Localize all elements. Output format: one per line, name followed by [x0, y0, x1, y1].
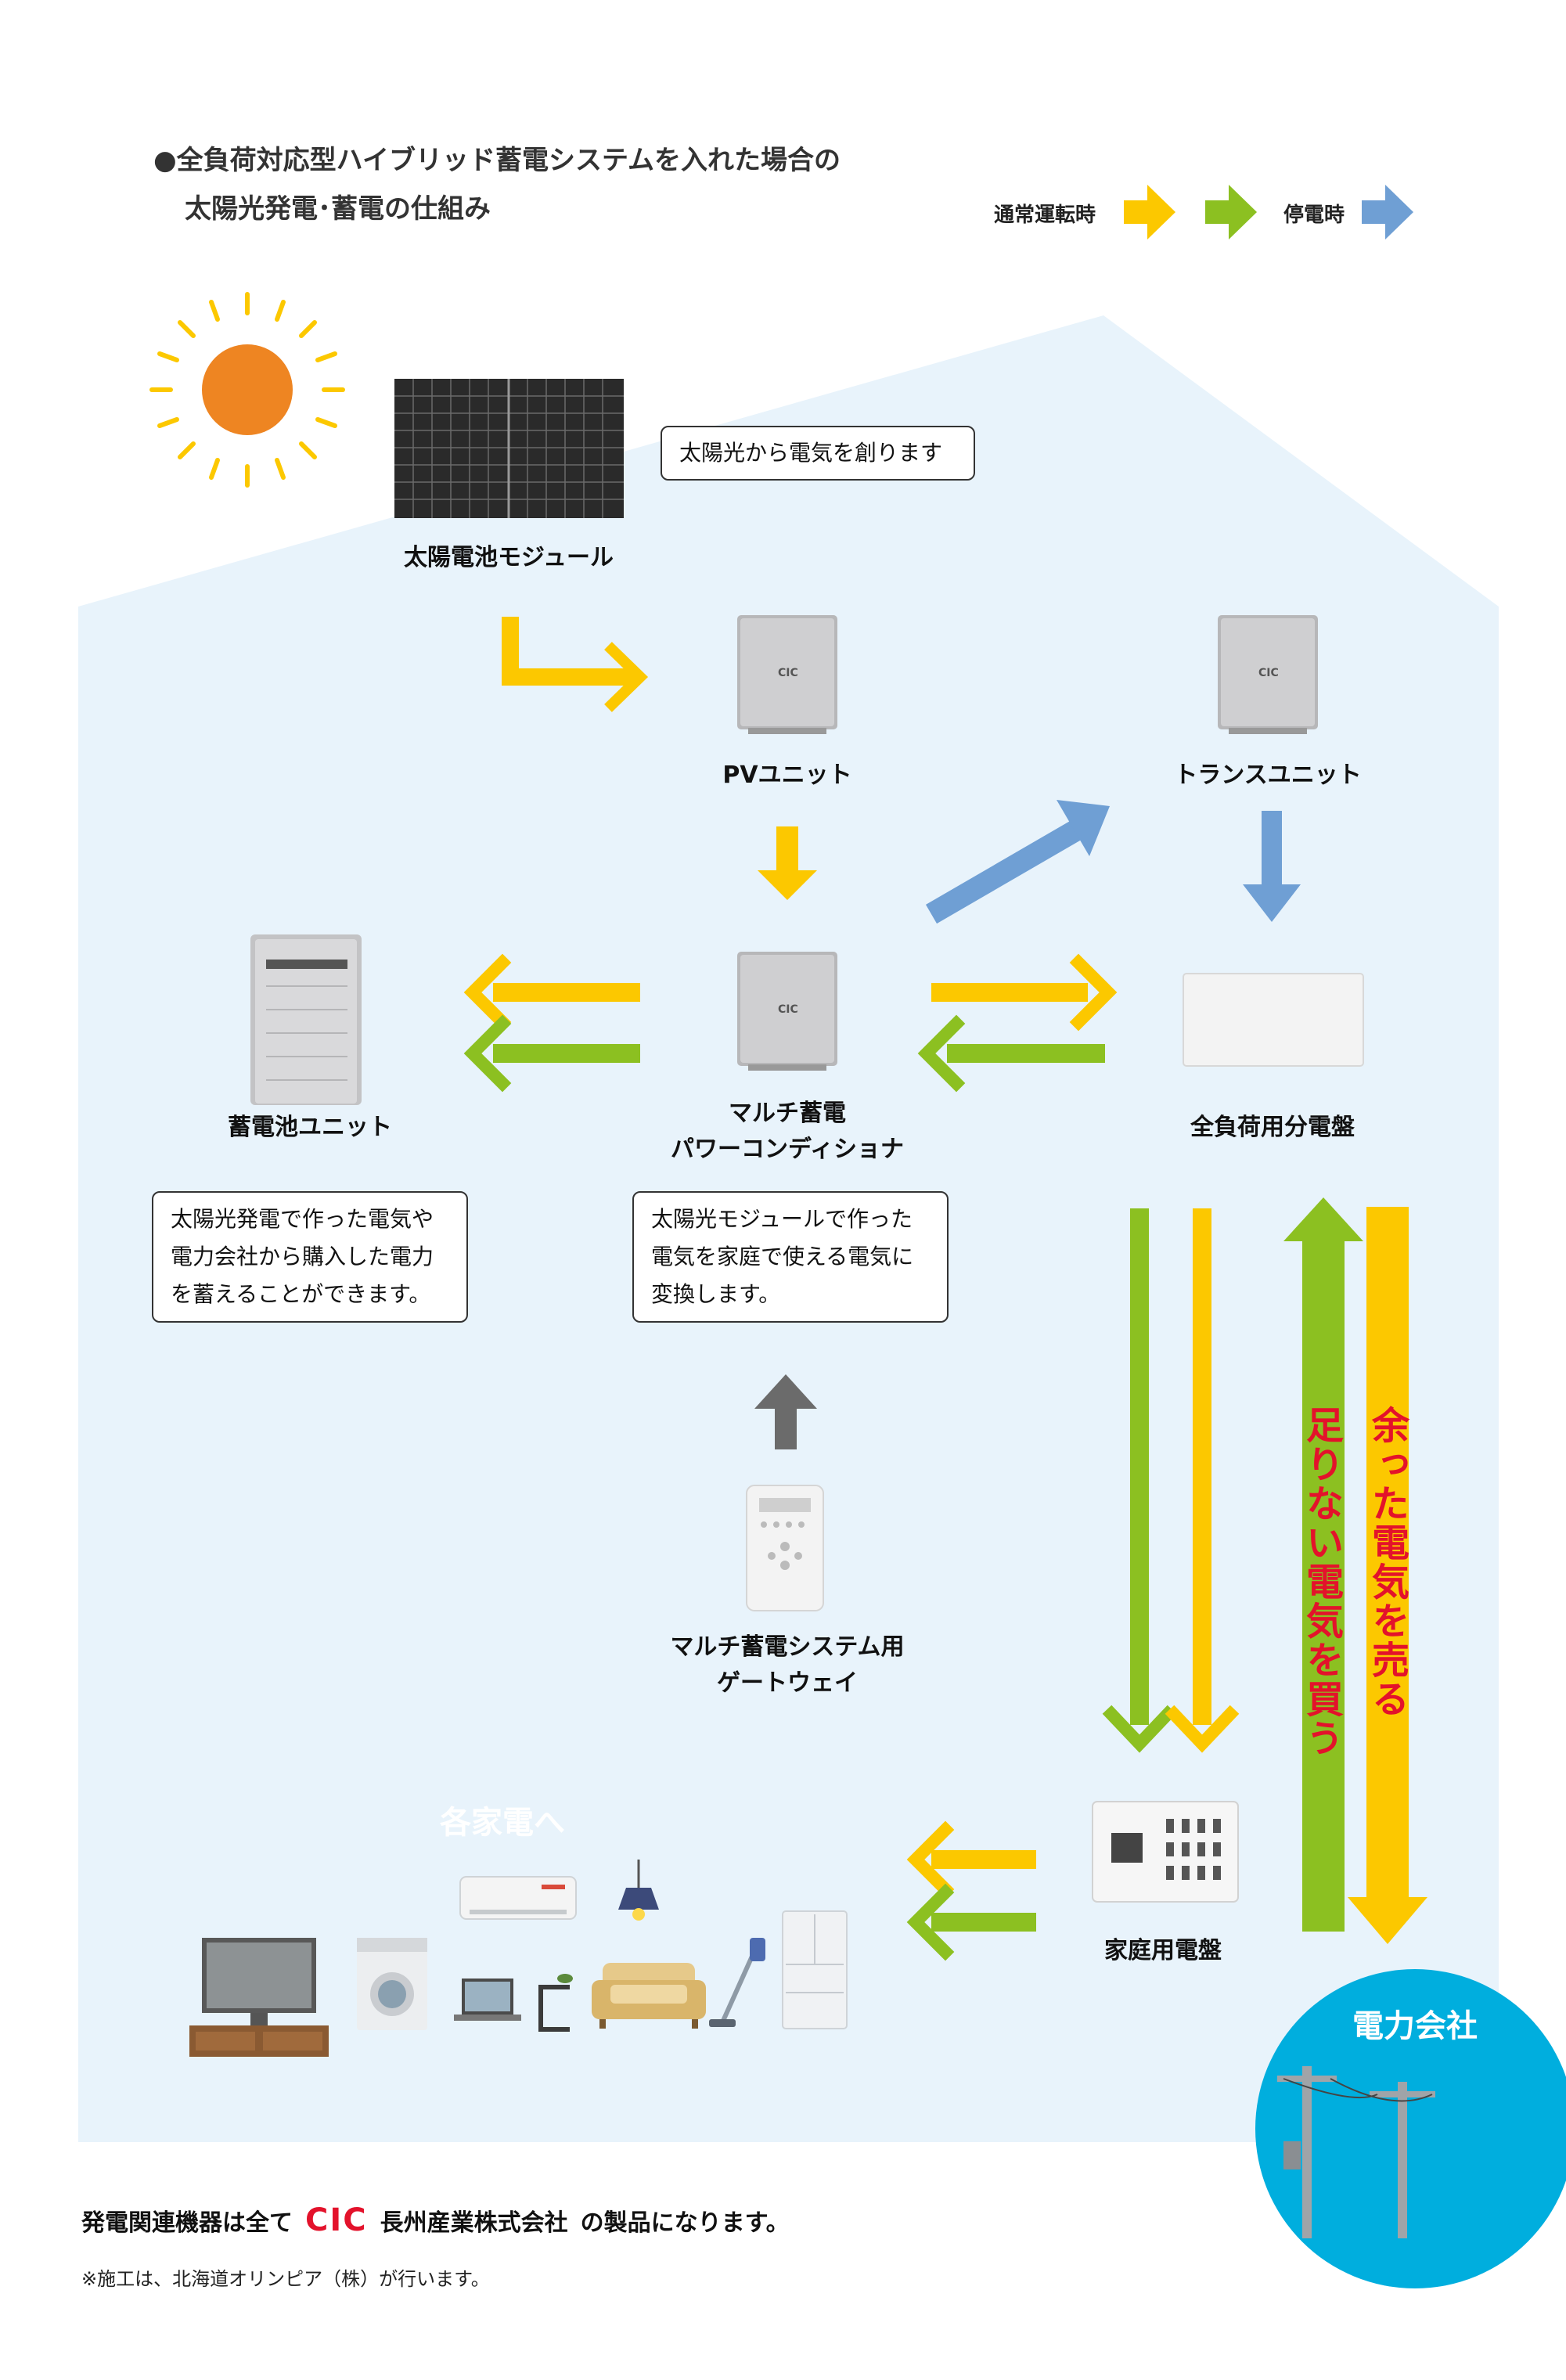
label-gateway-line-2: ゲートウェイ	[717, 1669, 858, 1697]
pendant-lamp-icon	[618, 1860, 659, 1921]
label-solar-module: 太陽電池モジュール	[404, 544, 614, 571]
callout-conditioner-line-3: 変換します。	[651, 1281, 781, 1307]
arrow-home-to-appliances-yellow	[906, 1820, 1036, 1899]
power-conditioner-icon	[737, 952, 837, 1071]
washing-machine-icon	[357, 1938, 427, 2030]
tv-icon	[189, 1938, 329, 2057]
legend-outage-label: 停電時	[1283, 203, 1345, 227]
title-line-1: ●全負荷対応型ハイブリッド蓄電システムを入れた場合の	[153, 145, 841, 176]
label-home-panel: 家庭用電盤	[1104, 1937, 1222, 1964]
callout-conditioner: 太陽光モジュールで作った 電気を家庭で使える電気に 変換します。	[632, 1191, 949, 1323]
callout-battery-line-2: 電力会社から購入した電力	[171, 1244, 434, 1269]
air-conditioner-icon	[459, 1876, 577, 1920]
callout-conditioner-line-1: 太陽光モジュールで作った	[651, 1206, 913, 1232]
trans-unit-brand: CIC	[1258, 667, 1279, 679]
appliances-title: 各家電へ	[440, 1805, 565, 1841]
home-panel-icon	[1092, 1801, 1239, 1903]
legend-arrow-blue	[1362, 185, 1413, 239]
label-conditioner-line-2: パワーコンディショナ	[671, 1136, 904, 1163]
stick-vacuum-icon	[709, 1938, 765, 2027]
legend-arrow-yellow	[1124, 185, 1175, 239]
conditioner-brand: CIC	[778, 1003, 798, 1016]
laptop-icon	[454, 1979, 521, 2021]
footer-line-1: 発電関連機器は全て CIC 長州産業株式会社 の製品になります。	[81, 2202, 790, 2238]
label-gateway-line-1: マルチ蓄電システム用	[670, 1633, 905, 1661]
brand-logo: CIC	[305, 2202, 368, 2238]
utility-pole-icon	[1277, 2066, 1435, 2238]
arrow-gateway-to-conditioner	[754, 1374, 817, 1449]
arrow-board-to-home-green	[1102, 1208, 1177, 1753]
label-trans-unit: トランスユニット	[1174, 762, 1362, 789]
legend-arrow-green	[1205, 185, 1257, 239]
callout-solar-text: 太陽光から電気を創ります	[679, 440, 943, 466]
arrow-board-to-home-yellow	[1165, 1208, 1240, 1753]
pv-unit-icon	[737, 615, 837, 734]
sun-icon	[149, 292, 345, 488]
legend-normal-label: 通常運転時	[994, 203, 1096, 227]
arrow-pv-to-conditioner	[758, 826, 817, 900]
gateway-icon	[746, 1485, 824, 1611]
side-table-icon	[538, 1974, 573, 2032]
arrow-conditioner-to-trans	[925, 800, 1110, 924]
arrow-conditioner-to-battery-green	[463, 1014, 640, 1093]
label-conditioner-line-1: マルチ蓄電	[729, 1100, 846, 1127]
footer-line-2: ※施工は、北海道オリンピア（株）が行います。	[81, 2268, 490, 2290]
power-company-label: 電力会社	[1352, 2008, 1478, 2044]
footer-suffix: の製品になります。	[580, 2209, 790, 2237]
appliances-icons	[189, 1860, 848, 2057]
arrow-trans-to-board	[1243, 811, 1301, 922]
power-company-circle	[1255, 1969, 1566, 2288]
label-battery-unit: 蓄電池ユニット	[228, 1114, 392, 1141]
pv-unit-brand: CIC	[778, 667, 798, 679]
footer-prefix: 発電関連機器は全て	[81, 2209, 293, 2237]
refrigerator-icon	[782, 1910, 848, 2029]
arrow-sell-power	[1348, 1207, 1427, 1944]
arrow-conditioner-to-board-yellow	[931, 953, 1118, 1032]
title-line-2: 太陽光発電･蓄電の仕組み	[185, 193, 491, 225]
arrow-solar-to-pv	[502, 617, 649, 712]
callout-solar: 太陽光から電気を創ります	[661, 426, 975, 481]
label-pv-unit: PVユニット	[722, 762, 852, 789]
callout-battery: 太陽光発電で作った電気や 電力会社から購入した電力 を蓄えることができます。	[152, 1191, 468, 1323]
sofa-icon	[592, 1963, 706, 2029]
callout-battery-line-3: を蓄えることができます。	[171, 1281, 431, 1307]
text-buy-shortfall: 足りない電気を買う	[1299, 1406, 1343, 1758]
text-sell-surplus: 余った電気を売る	[1365, 1406, 1409, 1719]
footer-company: 長州産業株式会社	[380, 2209, 568, 2237]
trans-unit-icon	[1218, 615, 1318, 734]
arrow-conditioner-to-battery-yellow	[463, 953, 640, 1032]
arrow-board-to-conditioner-green	[917, 1014, 1105, 1093]
battery-unit-icon	[250, 934, 362, 1105]
solar-panel-icon	[394, 379, 624, 518]
callout-battery-line-1: 太陽光発電で作った電気や	[171, 1206, 434, 1232]
distribution-board-icon	[1183, 973, 1364, 1067]
arrow-home-to-appliances-green	[906, 1883, 1036, 1961]
arrow-buy-power	[1283, 1197, 1363, 1932]
label-distribution-board: 全負荷用分電盤	[1190, 1114, 1355, 1141]
callout-conditioner-line-2: 電気を家庭で使える電気に	[651, 1244, 914, 1269]
